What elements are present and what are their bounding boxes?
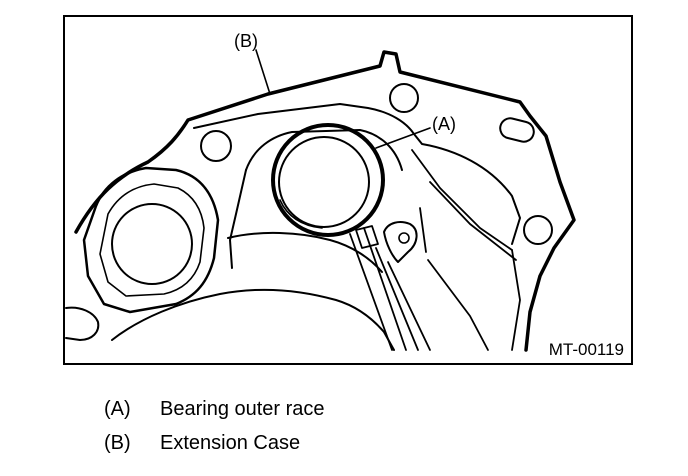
lower-left-hole (65, 306, 100, 341)
rail-line-1 (349, 233, 393, 351)
legend-item-a: (A) Bearing outer race (104, 392, 325, 426)
rail-line-3 (375, 247, 419, 351)
housing-arc-lower (227, 231, 383, 273)
leader-line-a (375, 127, 431, 149)
bearing-housing (245, 129, 403, 171)
left-bore (111, 203, 193, 285)
rail-line-2 (363, 227, 407, 351)
rail-line-4 (387, 261, 431, 351)
bearing-outer-race-inner (278, 136, 370, 228)
right-rib-2 (429, 181, 517, 261)
bearing-outer-race (271, 123, 385, 237)
slot-hole (499, 117, 535, 143)
legend: (A) Bearing outer race (B) Extension Cas… (104, 392, 325, 460)
figure-id-label: MT-00119 (549, 340, 624, 359)
housing-arc-outer (111, 288, 395, 351)
bolt-hole-left (200, 130, 232, 162)
right-rib-3 (427, 259, 489, 351)
right-rib-4 (419, 207, 427, 253)
bolt-hole-top (389, 83, 419, 113)
rail-bracket (355, 225, 379, 249)
bearing-race-shadow (279, 199, 323, 229)
leader-line-b (255, 49, 271, 95)
legend-item-b: (B) Extension Case (104, 426, 325, 460)
lever-pin (398, 232, 410, 244)
legend-key-a: (A) (104, 398, 131, 420)
lever-piece (383, 221, 418, 263)
left-bore-flange (82, 166, 220, 314)
legend-text-b: Extension Case (160, 432, 301, 454)
legend-key-b: (B) (104, 432, 131, 454)
right-rib-5 (511, 249, 521, 351)
housing-wall-left (229, 169, 247, 269)
bolt-hole-right (523, 215, 553, 245)
case-flange-inner (193, 103, 521, 245)
figure-frame (63, 15, 633, 365)
legend-text-a: Bearing outer race (160, 398, 325, 420)
callout-b: (B) (234, 31, 258, 51)
extension-case-outline (74, 50, 576, 352)
callout-a: (A) (432, 114, 456, 134)
right-rib-1 (411, 149, 513, 251)
left-bore-flange-inner (99, 183, 205, 297)
